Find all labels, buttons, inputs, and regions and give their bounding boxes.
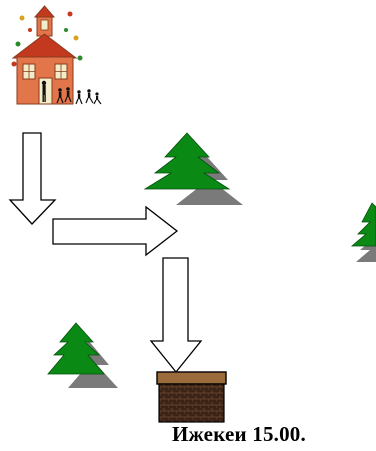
arrow-down-icon [151,258,201,372]
gate-icon [157,372,226,422]
arrow-right-icon [53,207,177,255]
tree-icon [352,203,376,262]
school-icon [12,6,102,104]
arrow-down-icon [10,133,55,224]
tree-icon [145,133,243,205]
time-caption: Ижекеи 15.00. [172,422,306,447]
tree-icon [48,323,118,388]
